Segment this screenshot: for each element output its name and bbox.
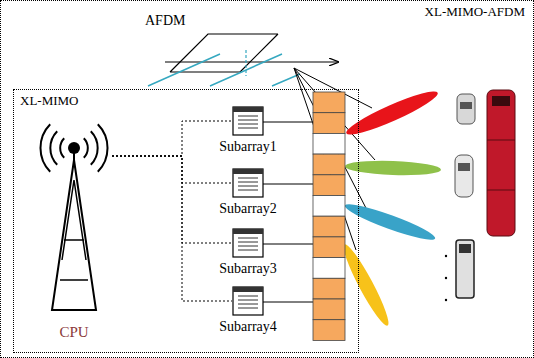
subarray-label: Subarray3 [218, 261, 278, 276]
array-element [313, 196, 345, 217]
node-heading: XL-MIMO-AFDM [425, 5, 525, 19]
subarray-block: Subarray3 [216, 228, 280, 279]
node-heading: CPU [24, 324, 124, 341]
control-link [112, 156, 232, 301]
subarray-icon [232, 228, 264, 258]
subarray-label: Subarray4 [218, 319, 278, 334]
array-element [313, 216, 345, 237]
control-link [112, 156, 232, 243]
array-element [313, 278, 345, 299]
ellipsis-dots [445, 255, 447, 301]
array-element [313, 258, 345, 279]
subarray-icon [232, 168, 264, 198]
subarray-icon [232, 286, 264, 316]
array-element [313, 299, 345, 320]
subarray-icon [232, 106, 264, 136]
vehicles [455, 90, 515, 298]
subarray-block: Subarray4 [216, 286, 280, 337]
node-heading: XL-MIMO [20, 94, 79, 108]
beam-lines [294, 68, 375, 250]
array-element [313, 175, 345, 196]
array-element [313, 92, 345, 113]
control-link [112, 156, 232, 183]
subarray-block: Subarray2 [216, 168, 280, 219]
antenna-array [313, 92, 345, 340]
afdm-chirp [148, 34, 338, 86]
array-element [313, 320, 345, 341]
array-element [313, 133, 345, 154]
antenna-icon [24, 120, 124, 318]
signal-label: AFDM [145, 13, 185, 29]
cpu-tower: CPU [24, 120, 124, 342]
array-element [313, 154, 345, 175]
xl-mimo-region: XL-MIMO CPU Subarray1Subarray2Subarray3Sub… [13, 89, 359, 353]
subarray-label: Subarray2 [218, 201, 278, 216]
array-element [313, 237, 345, 258]
control-link [112, 121, 232, 156]
subarray-block: Subarray1 [216, 106, 280, 157]
beams [338, 85, 441, 329]
array-element [313, 113, 345, 134]
subarray-label: Subarray1 [218, 139, 278, 154]
